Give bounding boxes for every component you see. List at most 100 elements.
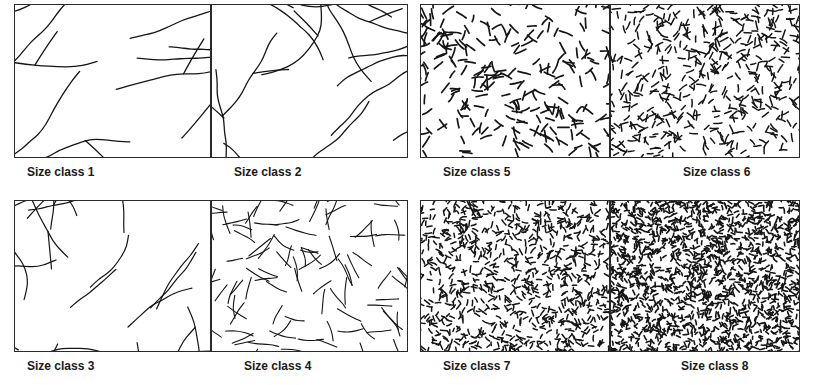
pattern-stroke [222, 33, 277, 116]
pattern-stroke [510, 82, 521, 84]
pattern-stroke [500, 325, 501, 328]
pattern-stroke [555, 256, 557, 262]
pattern-stroke [464, 229, 467, 233]
pattern-stroke [505, 33, 509, 42]
pattern-stroke [680, 146, 685, 150]
pattern-stroke [661, 132, 666, 139]
pattern-stroke [517, 100, 519, 109]
pattern-stroke [609, 311, 610, 313]
pattern-stroke [472, 15, 474, 21]
pattern-stroke [695, 62, 701, 65]
pattern-stroke [295, 268, 302, 291]
pattern-stroke [603, 317, 607, 320]
pattern-stroke [459, 312, 461, 318]
pattern-stroke [566, 225, 570, 227]
pattern-stroke [585, 18, 587, 28]
pattern-stroke [51, 201, 76, 216]
pattern-stroke [707, 73, 709, 79]
pattern-stroke [607, 201, 609, 204]
pattern-stroke [482, 127, 488, 134]
pattern-stroke [564, 349, 568, 351]
pattern-stroke [704, 125, 709, 129]
pattern-stroke [522, 222, 528, 223]
pattern-stroke [505, 217, 508, 220]
pattern-stroke [726, 11, 734, 13]
pattern-stroke [584, 275, 588, 276]
pattern-stroke [700, 71, 704, 78]
pattern-stroke [586, 330, 589, 335]
pattern-stroke [588, 58, 594, 61]
pattern-stroke [461, 217, 467, 218]
pattern-stroke [478, 209, 483, 210]
pattern-stroke [253, 69, 289, 73]
pattern-stroke [500, 351, 505, 352]
pattern-stroke [534, 89, 544, 94]
pattern-stroke [426, 128, 431, 134]
pattern-stroke [556, 110, 558, 117]
pattern-stroke [779, 149, 786, 151]
pattern-stroke [603, 304, 605, 307]
pattern-stroke [547, 207, 551, 208]
pattern-stroke [604, 82, 609, 87]
pattern-stroke [427, 225, 432, 227]
pattern-stroke [604, 274, 608, 277]
pattern-stroke [440, 254, 444, 256]
pattern-stroke [444, 208, 447, 211]
pattern-stroke [596, 301, 598, 305]
pattern-stroke [565, 268, 571, 270]
pattern-stroke [246, 206, 258, 223]
pattern-stroke [514, 279, 516, 284]
pattern-stroke [467, 45, 475, 51]
pattern-stroke [543, 264, 549, 266]
pattern-stroke [515, 224, 517, 229]
pattern-stroke [798, 63, 799, 70]
pattern-stroke [755, 88, 759, 95]
pattern-stroke [705, 145, 708, 149]
pattern-stroke [561, 284, 567, 286]
pattern-stroke [623, 26, 625, 33]
pattern-stroke [737, 85, 739, 92]
pattern-stroke [567, 234, 571, 236]
pattern-stroke [606, 209, 609, 213]
pattern-stroke [493, 338, 499, 340]
pattern-stroke [590, 317, 593, 322]
pattern-stroke [481, 135, 492, 139]
pattern-stroke [450, 32, 461, 33]
stroke-pattern [15, 5, 210, 157]
pattern-stroke [425, 314, 429, 318]
pattern-stroke [660, 94, 664, 101]
pattern-stroke [177, 351, 210, 352]
pattern-stroke [54, 201, 72, 205]
pattern-stroke [493, 231, 497, 234]
pattern-stroke [485, 248, 489, 251]
pattern-stroke [23, 139, 130, 157]
pattern-stroke [737, 30, 743, 36]
pattern-stroke [575, 301, 577, 306]
stroke-pattern [212, 5, 407, 157]
pattern-stroke [697, 84, 706, 86]
pattern-stroke [679, 41, 681, 47]
pattern-stroke [798, 42, 799, 45]
pattern-stroke [327, 201, 350, 202]
pattern-stroke [34, 348, 104, 351]
pattern-stroke [728, 148, 734, 152]
pattern-stroke [212, 203, 222, 210]
pattern-stroke [447, 319, 452, 321]
pattern-stroke [770, 67, 772, 75]
pattern-stroke [487, 242, 492, 244]
pattern-stroke [696, 111, 698, 120]
pattern-stroke [548, 322, 550, 327]
pattern-stroke [428, 245, 430, 250]
pattern-stroke [480, 251, 482, 256]
pattern-stroke [91, 235, 129, 287]
pattern-stroke [548, 351, 549, 352]
pattern-stroke [741, 58, 745, 60]
pattern-stroke [675, 11, 680, 15]
pattern-stroke [497, 210, 502, 212]
pattern-stroke [541, 310, 545, 315]
pattern-stroke [520, 341, 523, 344]
pattern-stroke [519, 249, 522, 255]
pattern-stroke [742, 15, 748, 19]
pattern-stroke [799, 37, 800, 39]
pattern-stroke [554, 28, 558, 36]
